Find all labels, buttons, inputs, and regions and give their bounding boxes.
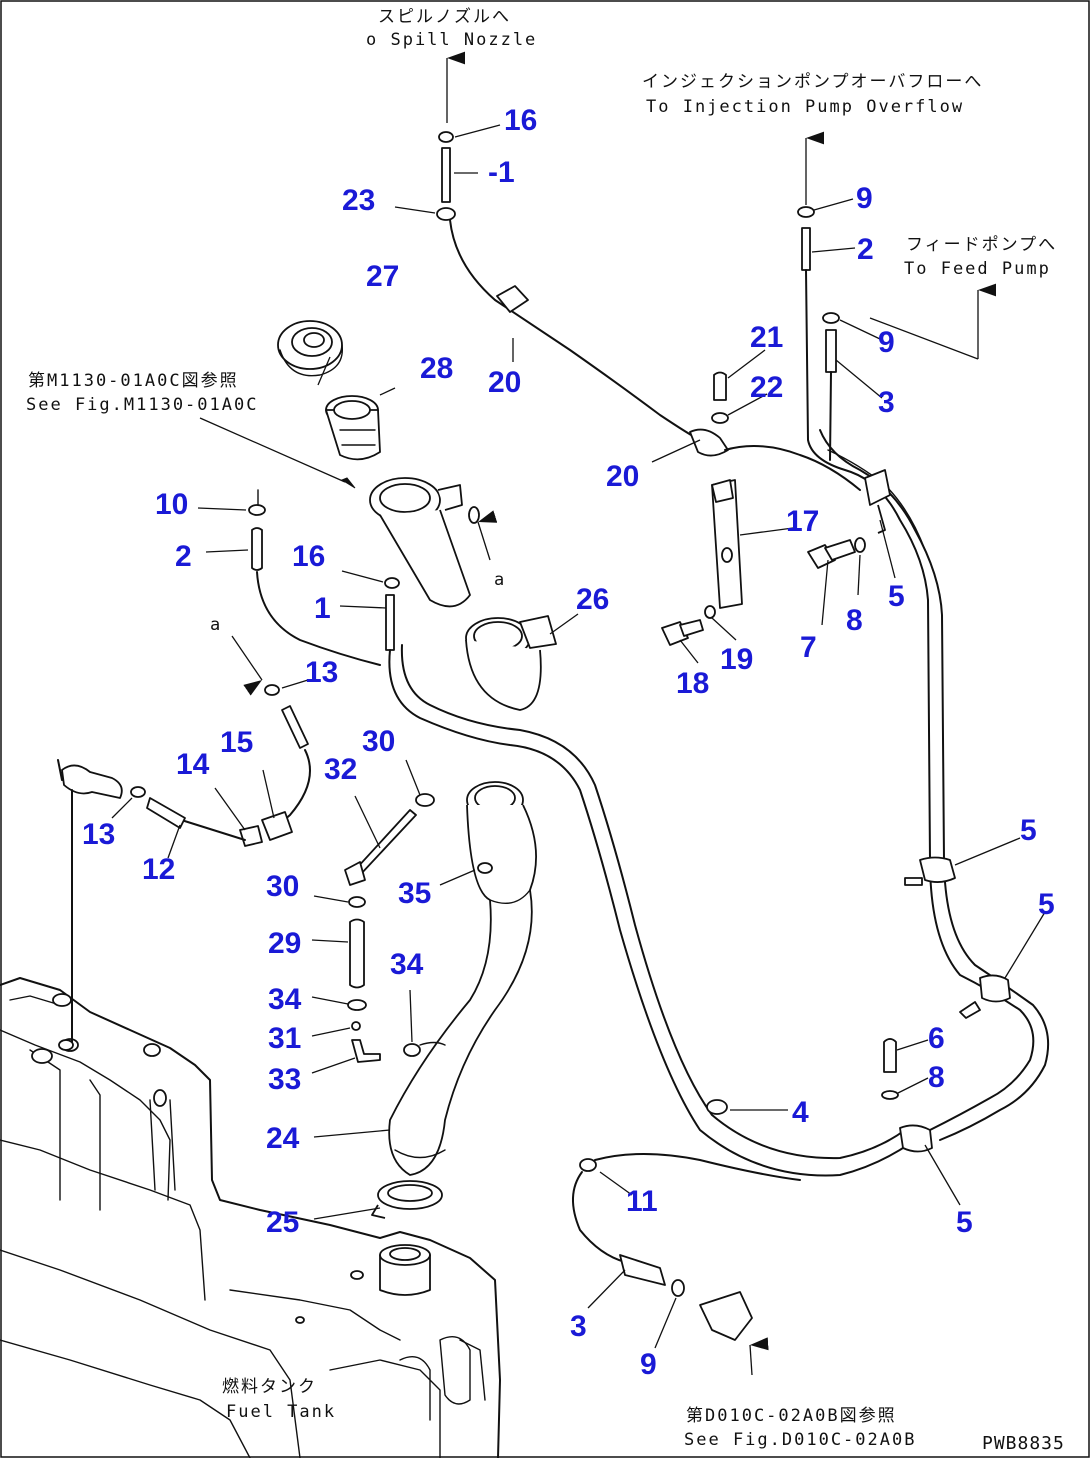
fuel-tank-en-label: Fuel Tank (226, 1402, 336, 1422)
callout-8-lower: 8 (928, 1061, 945, 1094)
fuel-tank-jp-label: 燃料タンク (222, 1377, 317, 1397)
callout-5-bottom: 5 (956, 1206, 973, 1239)
hose-clamp-25 (371, 1180, 443, 1219)
callout-5-mid: 5 (1038, 888, 1055, 921)
filler-cap (277, 320, 344, 377)
fuel-tank (0, 977, 501, 1458)
callout-31: 31 (268, 1022, 301, 1055)
callout-19: 19 (720, 643, 753, 676)
right-pipe-bundle (797, 131, 1050, 1153)
feed-line-11 (572, 1153, 801, 1376)
callout-16-mid: 16 (292, 540, 325, 573)
mark-a-upper: a (494, 570, 506, 590)
breather-assembly (344, 793, 446, 1063)
callout-9-top: 9 (856, 182, 873, 215)
callout-minus-1: -1 (488, 156, 515, 189)
spill-nozzle-jp-label: スピルノズルへ (378, 7, 511, 27)
mark-a-left: a (210, 615, 222, 635)
callout-26: 26 (576, 583, 609, 616)
callout-10: 10 (155, 488, 188, 521)
leader-lines (111, 124, 1046, 1349)
callout-6: 6 (928, 1022, 945, 1055)
fig-ref-bottom-jp-label: 第D010C-02A0B図参照 (686, 1406, 897, 1426)
fig-ref-bottom-en-label: See Fig.D010C-02A0B (684, 1430, 916, 1450)
callout-9-mid: 9 (878, 326, 895, 359)
hose-24 (388, 781, 537, 1176)
callout-5-mid-upper: 5 (1020, 814, 1037, 847)
callout-13-upper: 13 (305, 656, 338, 689)
callout-34-left: 34 (268, 983, 302, 1016)
filler-neck: a (340, 477, 506, 608)
callout-27: 27 (366, 260, 399, 293)
callout-18: 18 (676, 667, 709, 700)
callout-32: 32 (324, 753, 357, 786)
callout-7: 7 (800, 631, 817, 664)
callout-5-top: 5 (888, 580, 905, 613)
callout-21: 21 (750, 321, 783, 354)
hose-26 (465, 615, 557, 711)
left-hose-assembly: a (57, 615, 311, 1051)
callout-13-lower: 13 (82, 818, 115, 851)
callout-23: 23 (342, 184, 375, 217)
bracket-assembly (661, 371, 899, 1100)
pipe-2-left (248, 489, 381, 666)
feed-pump-en-label: To Feed Pump (904, 259, 1051, 279)
callout-29: 29 (268, 927, 301, 960)
callout-1: 1 (314, 592, 331, 625)
feed-pump-jp-label: フィードポンプへ (906, 235, 1057, 255)
injection-pump-jp-label: インジェクションポンプオーバフローへ (642, 72, 983, 92)
callout-24: 24 (266, 1122, 300, 1155)
callout-34-right: 34 (390, 948, 424, 981)
callout-15: 15 (220, 726, 253, 759)
fig-ref-top-en-label: See Fig.M1130-01A0C (26, 395, 258, 415)
callout-14: 14 (176, 748, 210, 781)
callout-4: 4 (792, 1096, 809, 1129)
part-callouts: 16 -1 23 27 20 28 10 2 16 1 26 13 15 14 … (82, 104, 1055, 1381)
callout-2-left: 2 (175, 540, 192, 573)
callout-20-left: 20 (488, 366, 521, 399)
drawing-code: PWB8835 (982, 1433, 1065, 1454)
callout-22: 22 (750, 371, 783, 404)
callout-33: 33 (268, 1063, 301, 1096)
callout-8-upper: 8 (846, 604, 863, 637)
callout-28: 28 (420, 352, 453, 385)
callout-16-top: 16 (504, 104, 537, 137)
callout-3-top: 3 (878, 386, 895, 419)
callout-17: 17 (786, 505, 819, 538)
callout-30-lower: 30 (266, 870, 299, 903)
callout-3-bottom: 3 (570, 1310, 587, 1343)
callout-12: 12 (142, 853, 175, 886)
callout-9-bottom: 9 (640, 1348, 657, 1381)
callout-11: 11 (626, 1185, 658, 1218)
callout-20-right: 20 (606, 460, 639, 493)
callout-25: 25 (266, 1206, 299, 1239)
callout-30-upper: 30 (362, 725, 395, 758)
callout-2-right: 2 (857, 233, 874, 266)
spill-nozzle-line (436, 51, 861, 491)
annotations: スピルノズルへ o Spill Nozzle インジェクションポンプオーバフロー… (26, 7, 1065, 1454)
strainer (325, 395, 381, 461)
spill-nozzle-en-label: o Spill Nozzle (366, 30, 537, 50)
injection-pump-en-label: To Injection Pump Overflow (646, 97, 964, 117)
return-pipe-1 (384, 577, 916, 1177)
fig-ref-top-jp-label: 第M1130-01A0C図参照 (28, 371, 239, 391)
callout-35: 35 (398, 877, 431, 910)
